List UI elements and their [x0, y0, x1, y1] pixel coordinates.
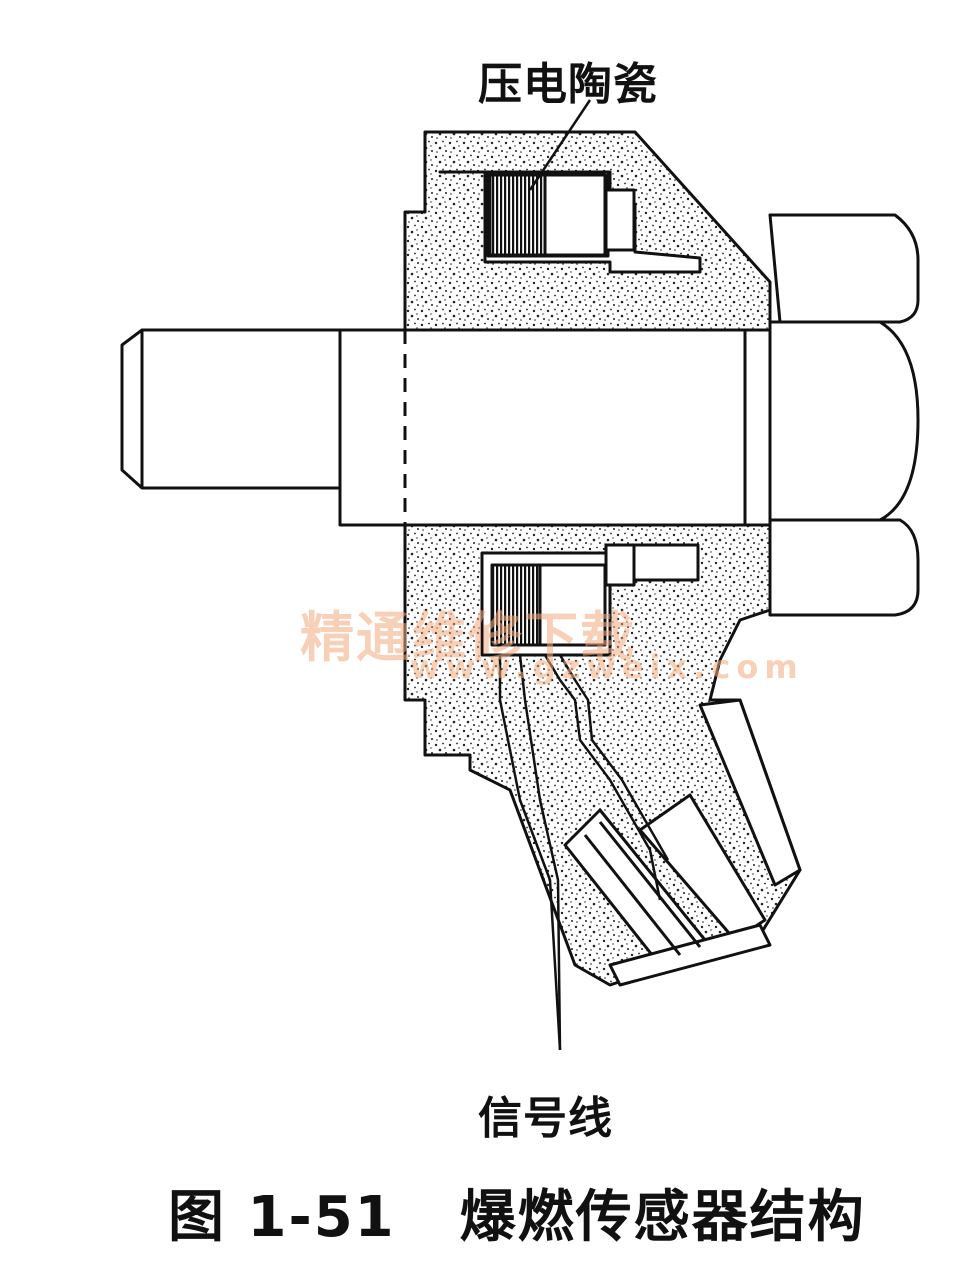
signal-wire-label: 信号线 [478, 1093, 613, 1144]
threaded-stud [120, 328, 342, 490]
figure-caption: 图 1-51 爆燃传感器结构 [168, 1172, 866, 1253]
signal-wires [498, 654, 670, 1051]
shaft [338, 328, 772, 527]
figure-title: 爆燃传感器结构 [459, 1185, 866, 1250]
hex-nut [768, 213, 920, 617]
watermark-url: www.gzweix.com [410, 648, 804, 686]
piezo-ceramic-lower [490, 563, 542, 647]
connector [563, 698, 802, 987]
piezo-ceramic-upper [488, 173, 547, 257]
figure-number: 图 1-51 [168, 1185, 396, 1250]
piezo-ceramic-label: 压电陶瓷 [478, 59, 658, 110]
piezo-leader-line [528, 99, 592, 191]
watermark-text: 精通维修下载 [300, 606, 636, 669]
